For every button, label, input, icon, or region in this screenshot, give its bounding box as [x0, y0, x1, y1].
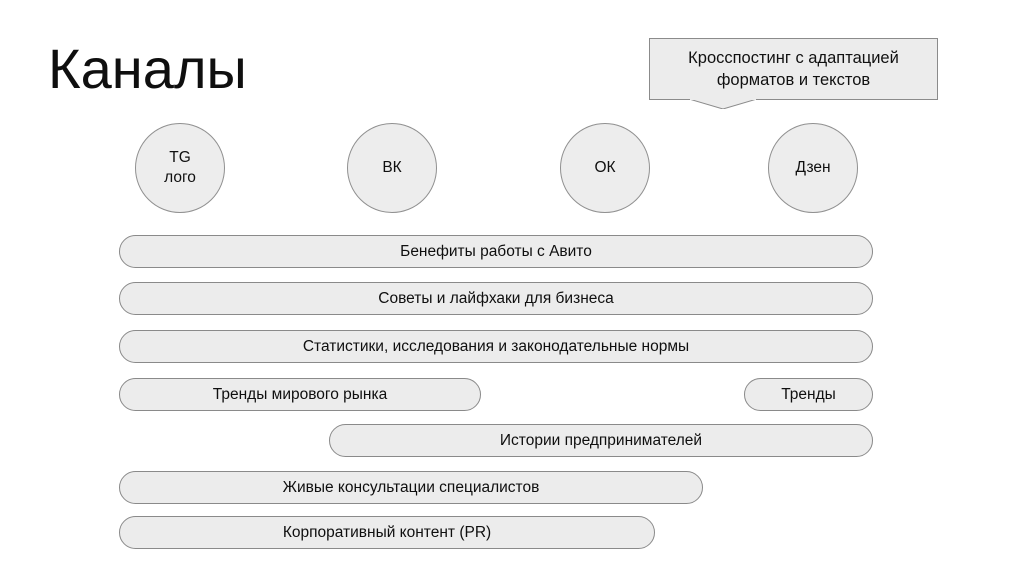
- topic-pill-label: Истории предпринимателей: [499, 431, 703, 449]
- channel-circle-ok[interactable]: ОК: [560, 123, 650, 213]
- callout-line-2: форматов и текстов: [716, 71, 871, 89]
- callout-text: Кросспостинг с адаптацией форматов и тек…: [678, 47, 909, 92]
- topic-pill-trends[interactable]: Тренды: [744, 378, 873, 411]
- topic-pill-label: Корпоративный контент (PR): [282, 523, 492, 541]
- channel-circle-dzen[interactable]: Дзен: [768, 123, 858, 213]
- topic-pill-tips[interactable]: Советы и лайфхаки для бизнеса: [119, 282, 873, 315]
- topic-pill-benefits[interactable]: Бенефиты работы с Авито: [119, 235, 873, 268]
- channel-label-line1: ВК: [382, 159, 402, 177]
- topic-pill-corporate-pr[interactable]: Корпоративный контент (PR): [119, 516, 655, 549]
- callout-tail-icon: [689, 99, 757, 109]
- topic-pill-consultations[interactable]: Живые консультации специалистов: [119, 471, 703, 504]
- page-title: Каналы: [48, 37, 247, 100]
- channel-label-line1: ОК: [594, 159, 616, 177]
- topic-pill-label: Живые консультации специалистов: [282, 478, 540, 496]
- topic-pill-label: Статистики, исследования и законодательн…: [302, 337, 690, 355]
- topic-pill-statistics[interactable]: Статистики, исследования и законодательн…: [119, 330, 873, 363]
- topic-pill-label: Тренды: [781, 385, 836, 403]
- callout-crossposting: Кросспостинг с адаптацией форматов и тек…: [649, 38, 938, 109]
- callout-box: Кросспостинг с адаптацией форматов и тек…: [649, 38, 938, 100]
- channel-circle-vk[interactable]: ВК: [347, 123, 437, 213]
- topic-pill-label: Тренды мирового рынка: [212, 385, 388, 403]
- channel-circle-tg[interactable]: TG лого: [135, 123, 225, 213]
- channel-label-line1: Дзен: [795, 159, 831, 177]
- topic-pill-label: Советы и лайфхаки для бизнеса: [378, 289, 614, 307]
- topic-pill-label: Бенефиты работы с Авито: [400, 242, 592, 260]
- callout-line-1: Кросспостинг с адаптацией: [688, 48, 899, 67]
- channel-label-line1: TG: [169, 149, 191, 167]
- topic-pill-world-trends[interactable]: Тренды мирового рынка: [119, 378, 481, 411]
- channel-label-line2: лого: [164, 169, 196, 186]
- topic-pill-stories[interactable]: Истории предпринимателей: [329, 424, 873, 457]
